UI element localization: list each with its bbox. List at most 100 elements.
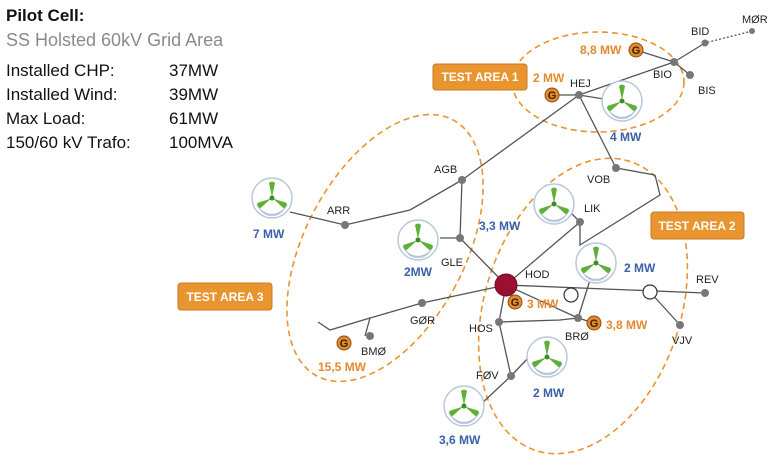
pilot-cell-info: Pilot Cell: SS Holsted 60kV Grid Area In… — [6, 6, 233, 155]
node-bid — [701, 39, 709, 47]
node-label-bid: BID — [691, 26, 709, 38]
node-fov — [507, 372, 515, 380]
info-value: 100MVA — [169, 133, 233, 152]
line-bid-bio — [673, 42, 706, 63]
test-area-1-label: TEST AREA 1 — [441, 70, 518, 84]
switch-hod-rev — [563, 287, 579, 303]
capacity-label: 2 MW — [533, 71, 565, 85]
capacity-label: 2 MW — [533, 386, 565, 400]
info-row: Installed CHP: 37MW — [6, 59, 233, 83]
line-hej-agb — [461, 94, 580, 181]
line-agb-gle — [459, 179, 463, 239]
node-label-bis: BIS — [698, 85, 716, 97]
switch-rev-vjv — [642, 284, 658, 300]
capacity-label: 2 MW — [624, 261, 656, 275]
wind-turbine-icon — [443, 385, 485, 427]
node-label-arr: ARR — [327, 205, 350, 217]
capacity-label: 3 MW — [527, 297, 559, 311]
info-row: 150/60 kV Trafo: 100MVA — [6, 131, 233, 155]
node-vjv — [676, 321, 684, 329]
info-value: 61MW — [169, 109, 219, 128]
test-area-3-box: TEST AREA 3 — [177, 282, 273, 311]
wind-turbine-icon — [533, 183, 575, 225]
node-label-gor: GØR — [410, 315, 435, 327]
node-label-vob: VOB — [587, 174, 610, 186]
test-area-1-boundary — [511, 31, 685, 133]
node-label-fov: FØV — [476, 370, 499, 382]
info-label: 150/60 kV Trafo: — [6, 133, 131, 152]
node-rev — [701, 289, 709, 297]
wind-turbine-icon — [601, 80, 643, 122]
line-fov-wind — [479, 375, 512, 406]
node-label-bmo: BMØ — [361, 346, 387, 358]
node-lik — [576, 218, 584, 226]
node-mor — [749, 28, 755, 34]
node-hos — [495, 318, 503, 326]
generator-label: G — [632, 45, 641, 57]
info-label: Installed Wind: — [6, 85, 118, 104]
chp-generator-icon: G — [586, 315, 602, 331]
line-agb-arr — [289, 179, 463, 226]
hub-hod — [494, 273, 518, 297]
generator-label: G — [548, 90, 557, 102]
capacity-label: 4 MW — [610, 130, 642, 144]
node-bmo — [366, 332, 374, 340]
chp-generator-icon: G — [544, 87, 560, 103]
line-hod-rev — [505, 284, 706, 294]
node-label-hos: HOS — [469, 323, 493, 335]
node-bis — [686, 71, 694, 79]
test-area-2-box: TEST AREA 2 — [650, 211, 745, 240]
wind-turbine-icon — [526, 336, 568, 378]
capacity-label: 3,3 MW — [479, 219, 521, 233]
node-label-rev: REV — [696, 274, 719, 286]
bus-nodes — [341, 28, 755, 380]
line-bio-hej — [578, 61, 675, 96]
line-hos-fov — [498, 321, 512, 377]
line-mor-bid — [704, 30, 753, 44]
wind-turbine-icon — [397, 219, 439, 261]
info-label: Installed CHP: — [6, 61, 115, 80]
line-hod-bro — [505, 284, 579, 319]
test-area-3-label: TEST AREA 3 — [186, 290, 263, 304]
capacity-label: 3,8 MW — [606, 318, 648, 332]
line-hos-bro — [498, 317, 579, 323]
generator-label: G — [511, 297, 520, 309]
node-bio — [670, 58, 678, 66]
info-label: Max Load: — [6, 109, 86, 128]
chp-generator-icon: G — [336, 335, 352, 351]
info-subtitle: SS Holsted 60kV Grid Area — [6, 30, 224, 50]
node-label-hod: HOD — [525, 269, 550, 281]
node-label-mor: MØR — [742, 14, 768, 26]
capacity-label: 15,5 MW — [318, 360, 367, 374]
test-area-2-boundary — [477, 157, 689, 455]
test-area-1-box: TEST AREA 1 — [432, 63, 528, 91]
capacity-label: 2MW — [404, 265, 433, 279]
info-value: 39MW — [169, 85, 219, 104]
wind-turbine-icon — [575, 242, 617, 284]
capacity-label: 8,8 MW — [580, 43, 622, 57]
node-vob — [612, 164, 620, 172]
node-label-agb: AGB — [434, 164, 457, 176]
line-hod-gor — [421, 284, 507, 304]
node-label-lik: LIK — [584, 203, 601, 215]
node-hej — [575, 91, 583, 99]
info-title: Pilot Cell: — [6, 6, 85, 25]
generator-label: G — [590, 318, 599, 330]
capacity-label: 7 MW — [253, 227, 285, 241]
generator-label: G — [340, 338, 349, 350]
wind-turbine-icon — [251, 177, 293, 219]
info-value: 37MW — [169, 61, 219, 80]
node-agb — [458, 176, 466, 184]
node-arr — [341, 221, 349, 229]
chp-generator-icon: G — [628, 42, 644, 58]
node-label-vjv: VJV — [672, 335, 693, 347]
test-area-2-label: TEST AREA 2 — [658, 219, 735, 233]
info-row: Installed Wind: 39MW — [6, 83, 233, 107]
info-row: Max Load: 61MW — [6, 107, 233, 131]
node-gle — [456, 234, 464, 242]
line-bro-wind — [577, 279, 591, 319]
chp-generator-icon: G — [507, 294, 523, 310]
line-hod-lik — [505, 221, 581, 286]
line-hej-vob — [578, 94, 617, 169]
